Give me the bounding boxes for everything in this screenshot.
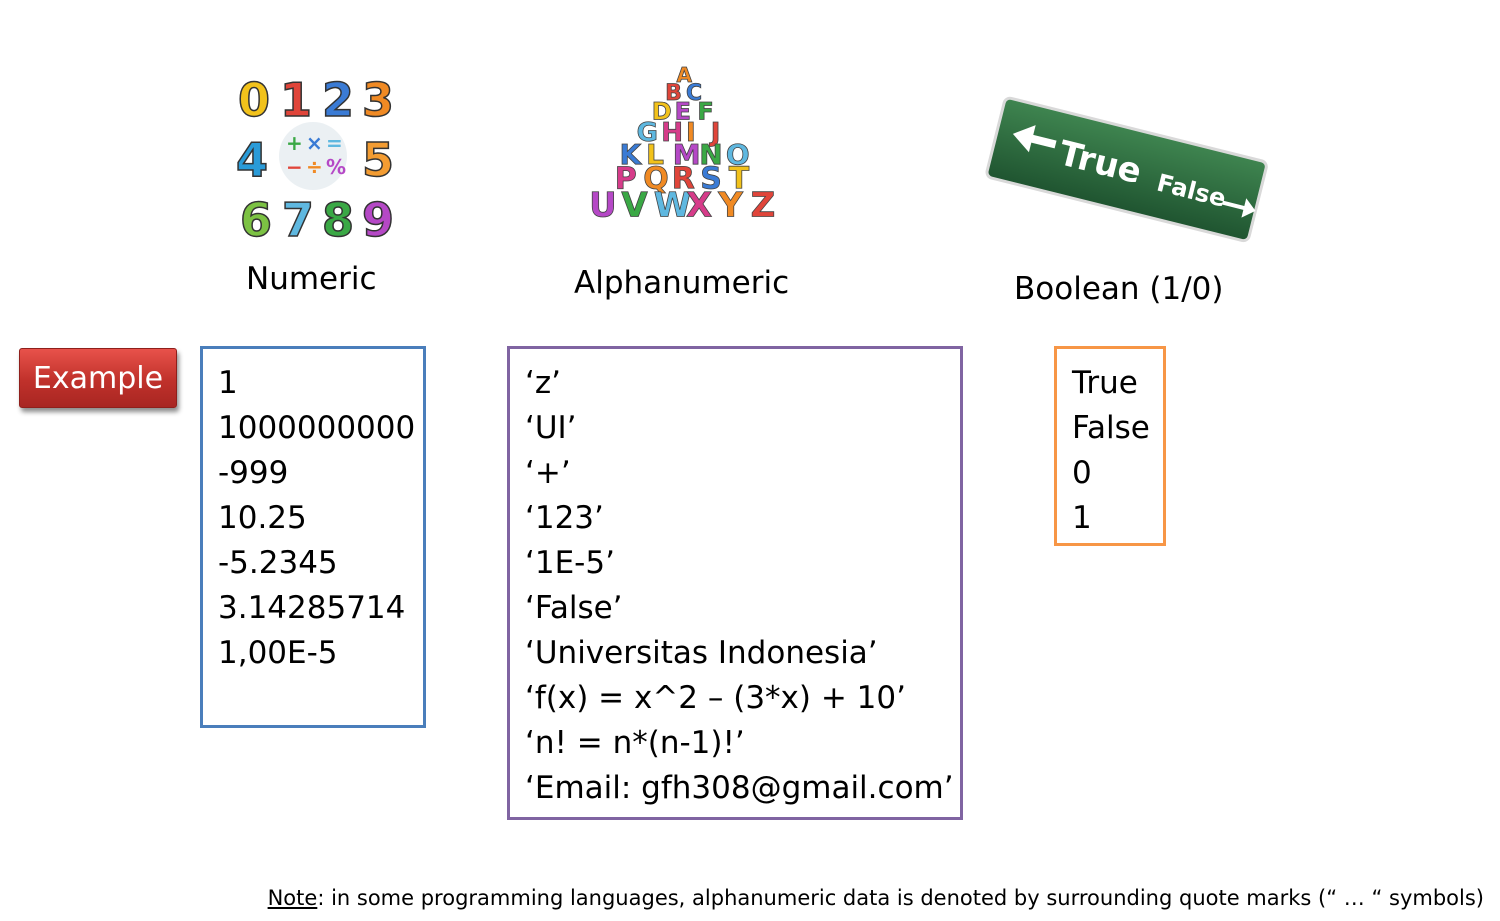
- number-glyph: 2: [322, 73, 354, 127]
- numeric-example-item: 10.25: [218, 500, 307, 536]
- boolean-example-item: 0: [1072, 455, 1092, 491]
- boolean-example-item: True: [1072, 365, 1138, 401]
- numeric-examples-box: 1 1000000000 -999 10.25 -5.2345 3.14285714 1,0…: [200, 346, 426, 728]
- letter-glyph: J: [709, 118, 721, 148]
- operator-glyph: +: [286, 131, 303, 155]
- number-glyph: 9: [362, 193, 394, 247]
- letter-glyph: R: [672, 162, 695, 197]
- letter-glyph: L: [646, 138, 664, 171]
- number-glyph: 0: [238, 73, 270, 127]
- boolean-label: Boolean (1/0): [1014, 271, 1224, 307]
- numeric-example-item: 1: [218, 365, 238, 401]
- numeric-example-item: 3.14285714: [218, 590, 406, 626]
- alphanumeric-example-item: ‘Email: gfh308@gmail.com’: [525, 770, 954, 806]
- letter-glyph: Z: [751, 185, 776, 225]
- number-glyph: 3: [362, 73, 394, 127]
- number-glyph: 4: [236, 133, 268, 187]
- letter-glyph: N: [699, 138, 722, 171]
- letter-glyph: I: [686, 118, 696, 148]
- letter-glyph: G: [637, 118, 658, 148]
- alphanumeric-example-item: ‘f(x) = x^2 – (3*x) + 10’: [525, 680, 906, 716]
- letter-glyph: T: [729, 162, 750, 197]
- numeric-examples-list: 1 1000000000 -999 10.25 -5.2345 3.14285714 1,0…: [218, 361, 423, 676]
- boolean-example-item: False: [1072, 410, 1150, 446]
- letter-glyph: F: [697, 98, 713, 126]
- letter-glyph: X: [686, 185, 712, 225]
- footnote: Note: in some programming languages, alp…: [268, 886, 1484, 910]
- letter-glyph: Y: [717, 185, 743, 225]
- number-glyph: 8: [322, 193, 354, 247]
- numeric-example-item: -999: [218, 455, 289, 491]
- letter-glyph: Q: [643, 162, 669, 197]
- alphanumeric-example-item: ‘z’: [525, 365, 561, 401]
- letter-glyph: H: [661, 118, 683, 148]
- letter-glyph: E: [675, 98, 691, 126]
- alphanumeric-example-item: ‘+’: [525, 455, 571, 491]
- alphanumeric-example-item: ‘1E-5’: [525, 545, 615, 581]
- alphanumeric-example-item: ‘False’: [525, 590, 623, 626]
- numeric-example-item: 1000000000: [218, 410, 416, 446]
- letter-glyph: K: [620, 138, 643, 171]
- operator-glyph: ×: [306, 131, 323, 155]
- alphanumeric-example-item: ‘UI’: [525, 410, 577, 446]
- true-false-sign-icon: True False: [985, 96, 1268, 243]
- letter-glyph: D: [652, 98, 672, 126]
- number-glyph: 7: [282, 193, 314, 247]
- numeric-example-item: 1,00E-5: [218, 635, 338, 671]
- letter-glyph: O: [726, 138, 750, 171]
- operator-glyph: =: [326, 131, 343, 155]
- operator-glyph: %: [326, 155, 346, 179]
- alphanumeric-example-item: ‘123’: [525, 500, 604, 536]
- number-glyph: 1: [280, 73, 312, 127]
- letter-glyph: M: [673, 138, 701, 171]
- boolean-example-item: 1: [1072, 500, 1092, 536]
- alphanumeric-example-item: ‘Universitas Indonesia’: [525, 635, 878, 671]
- letter-glyph: W: [654, 185, 692, 225]
- letter-glyph: U: [589, 185, 617, 225]
- example-button[interactable]: Example: [19, 348, 177, 408]
- operator-glyph: −: [286, 155, 303, 179]
- number-glyph: 5: [362, 133, 394, 187]
- numeric-example-item: -5.2345: [218, 545, 338, 581]
- letter-glyph: B: [665, 81, 682, 106]
- letter-glyph: V: [621, 185, 648, 225]
- letter-glyph: C: [686, 81, 702, 106]
- alphanumeric-label: Alphanumeric: [574, 265, 790, 301]
- letter-glyph: P: [615, 162, 637, 197]
- letter-glyph: A: [677, 63, 693, 87]
- note-text: : in some programming languages, alphanu…: [317, 886, 1484, 910]
- number-glyph: 6: [240, 193, 272, 247]
- note-prefix: Note: [267, 886, 318, 910]
- numeric-label: Numeric: [246, 261, 377, 297]
- alphanumeric-example-item: ‘n! = n*(n-1)!’: [525, 725, 745, 761]
- alphanumeric-examples-box: ‘z’ ‘UI’ ‘+’ ‘123’ ‘1E-5’ ‘False’ ‘Universitas…: [507, 346, 963, 820]
- operator-glyph: ÷: [306, 155, 323, 179]
- letter-glyph: S: [700, 162, 722, 197]
- alphanumeric-examples-list: ‘z’ ‘UI’ ‘+’ ‘123’ ‘1E-5’ ‘False’ ‘Universitas…: [525, 361, 960, 811]
